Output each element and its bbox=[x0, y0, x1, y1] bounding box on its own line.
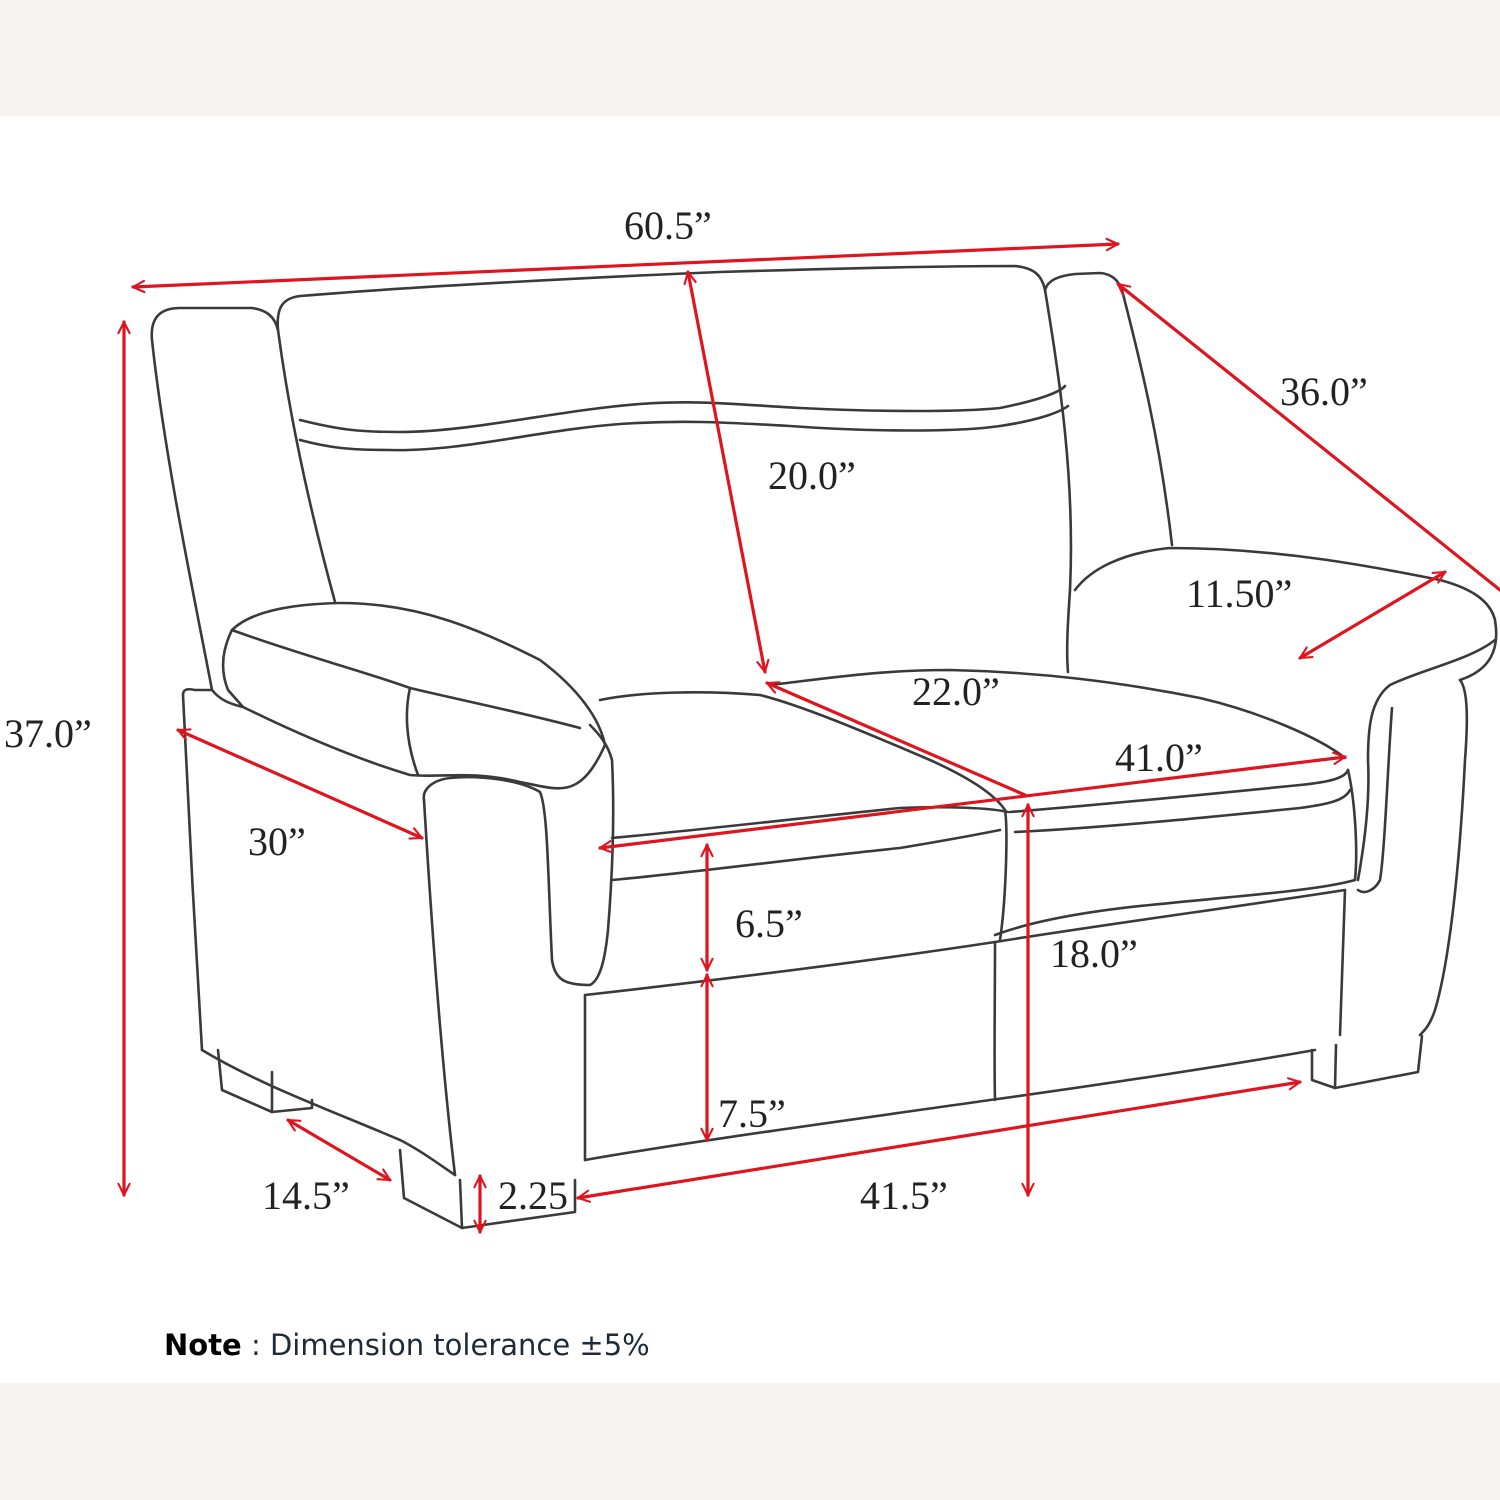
dimension-label-cushion-thickness: 6.5” bbox=[735, 901, 803, 946]
dim-line-overall-width bbox=[131, 237, 1120, 294]
dimension-label-arm-width: 11.50” bbox=[1186, 571, 1293, 616]
dim-line-inner-base-width bbox=[576, 1077, 1302, 1203]
left-arm-front-panel bbox=[422, 723, 615, 987]
right-front-leg bbox=[1310, 1034, 1424, 1090]
dimension-label-arm-side: 30” bbox=[248, 819, 306, 864]
base-front-bottom bbox=[583, 1048, 1317, 1162]
left-arm-outer-vertical bbox=[181, 693, 204, 1052]
backrest-seam-upper bbox=[298, 384, 1067, 434]
front-left-leg-edge bbox=[458, 1178, 464, 1230]
backrest bbox=[276, 264, 1073, 592]
tolerance-note: Note : Dimension tolerance ±5% bbox=[164, 1328, 650, 1362]
note-label: Note bbox=[164, 1328, 242, 1362]
dimension-arrows bbox=[117, 237, 1500, 1234]
dimension-label-overall-width: 60.5” bbox=[624, 203, 712, 248]
dim-line-arm-width bbox=[1298, 570, 1447, 660]
seat-cushion-right-top bbox=[768, 668, 1347, 760]
note-text: : Dimension tolerance ±5% bbox=[241, 1328, 650, 1362]
bottom-background-band bbox=[0, 1383, 1500, 1500]
left-back-leg bbox=[216, 1048, 314, 1114]
dimension-label-seat-width: 41.0” bbox=[1115, 735, 1203, 780]
base-front-right-edge bbox=[1338, 888, 1347, 1037]
right-arm-inner-vertical bbox=[1356, 706, 1394, 894]
dimension-label-base-to-cushion: 7.5” bbox=[718, 1091, 786, 1136]
left-base-side bbox=[200, 1048, 457, 1177]
dimension-label-leg-depth: 14.5” bbox=[262, 1173, 350, 1218]
dimension-label-overall-depth: 36.0” bbox=[1280, 369, 1368, 414]
seat-cushion-left-front-bottom bbox=[610, 828, 1002, 882]
dim-line-back-height bbox=[683, 270, 770, 674]
left-back-wing bbox=[150, 306, 280, 692]
right-front-leg-edge bbox=[1333, 1043, 1338, 1090]
right-arm-inner bbox=[1065, 588, 1072, 674]
dim-line-overall-depth bbox=[1116, 282, 1500, 592]
left-arm-outer-side bbox=[181, 687, 245, 709]
dimension-label-leg-height: 2.25 bbox=[498, 1173, 568, 1218]
top-background-band bbox=[0, 0, 1500, 116]
seat-cushion-right-front bbox=[993, 768, 1358, 937]
dim-line-arm-side bbox=[176, 728, 424, 840]
backrest-seam-lower bbox=[298, 404, 1070, 452]
right-arm-front-roll bbox=[1356, 638, 1497, 882]
dimension-label-seat-height: 18.0” bbox=[1050, 931, 1138, 976]
right-arm-front-panel bbox=[1418, 678, 1469, 1037]
dimension-label-inner-base-width: 41.5” bbox=[860, 1173, 948, 1218]
left-arm-divider bbox=[405, 686, 420, 777]
base-front-top bbox=[583, 888, 1347, 997]
dim-line-leg-depth bbox=[286, 1118, 392, 1182]
left-arm-front-edge bbox=[422, 798, 457, 1177]
dimension-label-back-height: 20.0” bbox=[768, 453, 856, 498]
left-arm-roll-front bbox=[221, 628, 245, 709]
dim-line-seat-width bbox=[598, 751, 1347, 854]
left-arm-roll bbox=[230, 601, 607, 747]
backrest-left-edge bbox=[276, 328, 337, 604]
dimension-label-overall-height: 37.0” bbox=[4, 711, 92, 756]
dimension-label-seat-depth: 22.0” bbox=[912, 669, 1000, 714]
